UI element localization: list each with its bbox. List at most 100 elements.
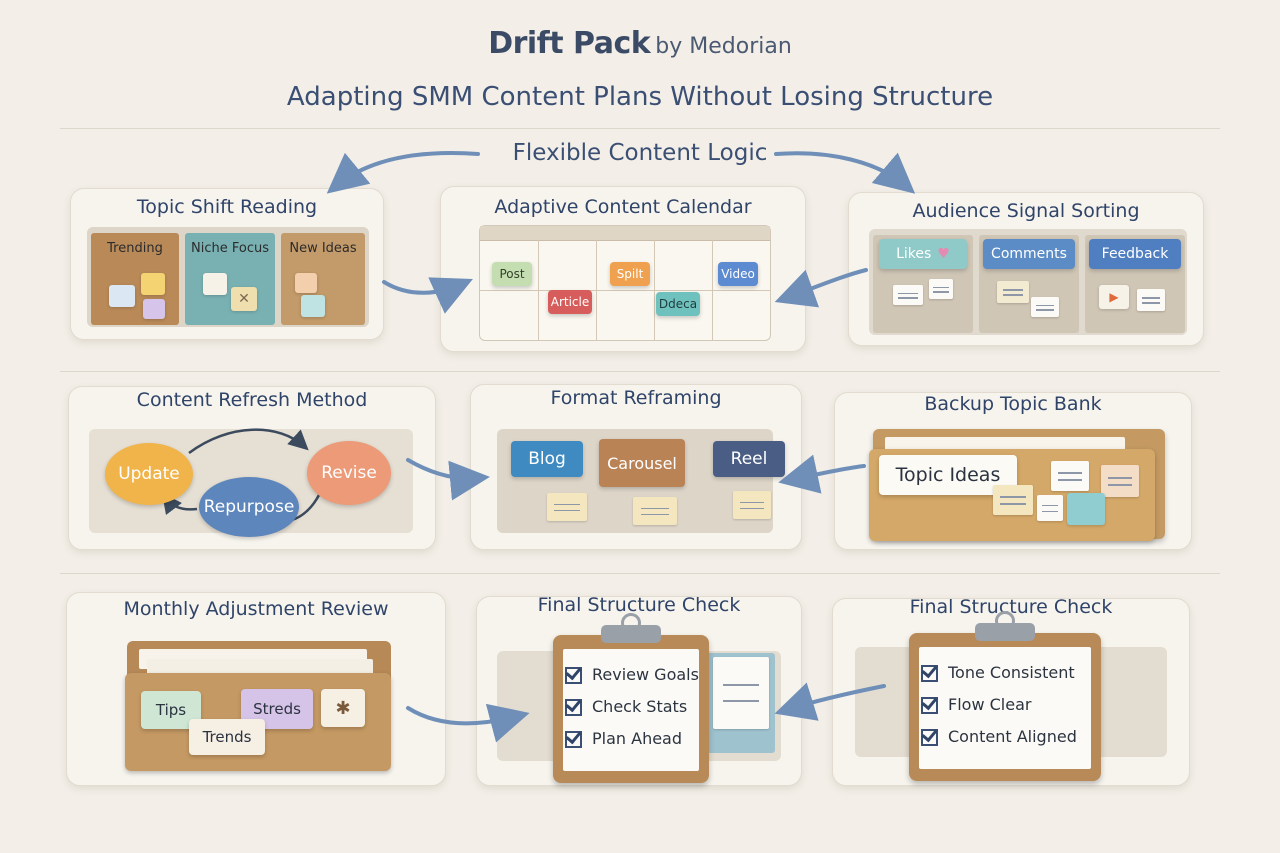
checklist-item: Tone Consistent <box>921 663 1075 682</box>
folder-front: Topic Ideas <box>869 449 1155 541</box>
panel-title: Adaptive Content Calendar <box>494 196 752 218</box>
checkbox-icon <box>921 665 938 682</box>
calendar-grid: Post Spilt Video Article Ddeca <box>479 225 771 341</box>
format-card-reel: Reel <box>713 441 785 477</box>
note-lines <box>1037 495 1063 521</box>
checklist-item: Review Goals <box>565 665 699 684</box>
checklist-item: Check Stats <box>565 697 687 716</box>
clipboard-paper <box>563 649 699 771</box>
note-lines <box>713 657 769 729</box>
node-update: Update <box>105 443 193 505</box>
board-label: Trending <box>107 241 163 256</box>
sparkle-icon: ✱ <box>321 689 365 727</box>
brand-header: Drift Pack by Medorian <box>0 26 1280 61</box>
note-lines <box>733 491 771 519</box>
panel-calendar: Adaptive Content Calendar Post Spilt Vid… <box>440 186 806 352</box>
calendar-post-card: Spilt <box>610 262 650 286</box>
sticky-note <box>143 299 165 319</box>
panel-title: Topic Shift Reading <box>136 196 318 218</box>
note-lines <box>1031 297 1059 317</box>
checklist-label: Content Aligned <box>948 727 1077 746</box>
panel-format: Format Reframing Blog Carousel Reel <box>470 384 802 550</box>
board-label: New Ideas <box>289 241 357 256</box>
panel-refresh: Content Refresh Method Update Revise Rep… <box>68 386 436 550</box>
calendar-header-bar <box>480 226 770 241</box>
sticky-note <box>109 285 135 307</box>
sticky-note <box>301 295 325 317</box>
note-lines <box>633 497 677 525</box>
calendar-post-card: Video <box>718 262 758 286</box>
card-label: Likes <box>896 246 932 262</box>
clip-ring <box>995 611 1015 631</box>
note-lines <box>893 285 923 305</box>
sticky-note <box>1067 493 1105 525</box>
format-card-blog: Blog <box>511 441 583 477</box>
checkbox-icon <box>565 699 582 716</box>
calendar-post-card: Ddeca <box>656 292 700 316</box>
brand-name: Drift Pack <box>488 26 651 61</box>
note-lines <box>997 281 1029 303</box>
checklist-label: Tone Consistent <box>948 663 1075 682</box>
panel-monthly: Monthly Adjustment Review Tips Streds ✱ … <box>66 592 446 786</box>
signal-card-comments: Comments <box>983 239 1075 269</box>
checklist-label: Plan Ahead <box>592 729 683 748</box>
heart-icon: ♥ <box>937 246 950 262</box>
sticky-note <box>203 273 227 295</box>
panel-final-right: Final Structure Check Tone Consistent Fl… <box>832 596 1190 786</box>
board-new-ideas: New Ideas <box>281 233 365 325</box>
checkbox-icon <box>921 697 938 714</box>
x-mark-icon: ✕ <box>231 287 257 311</box>
panel-final-left: Final Structure Check Review Goals Check… <box>476 594 802 786</box>
panel-title: Final Structure Check <box>537 594 741 616</box>
divider-middle <box>60 371 1220 372</box>
note-lines <box>1101 465 1139 497</box>
panel-title: Final Structure Check <box>909 596 1113 618</box>
format-scene: Blog Carousel Reel <box>497 429 785 533</box>
brand-by: by Medorian <box>655 34 792 59</box>
checkbox-icon <box>921 729 938 746</box>
clipboard: Tone Consistent Flow Clear Content Align… <box>909 611 1101 781</box>
board-trending: Trending <box>91 233 179 325</box>
node-revise: Revise <box>307 441 391 505</box>
clipboard: Review Goals Check Stats Plan Ahead <box>553 613 709 783</box>
checkbox-icon <box>565 731 582 748</box>
checkbox-icon <box>565 667 582 684</box>
clip-ring <box>621 613 641 633</box>
board-label: Niche Focus <box>191 241 269 256</box>
checklist-item: Content Aligned <box>921 727 1077 746</box>
corkboard-scene: Trending Niche Focus ✕ New Ideas <box>87 227 369 327</box>
divider-bottom <box>60 573 1220 574</box>
clipboard-paper <box>919 647 1091 769</box>
clip-metal <box>601 625 661 643</box>
note-lines <box>929 279 953 299</box>
panel-title: Format Reframing <box>550 387 722 409</box>
node-repurpose: Repurpose <box>199 477 299 537</box>
note-lines <box>1051 461 1089 491</box>
audience-scene: Likes♥ Comments Feedback ▶ <box>869 229 1187 335</box>
play-icon: ▶ <box>1099 285 1129 309</box>
panel-title: Audience Signal Sorting <box>912 200 1140 222</box>
panel-topic-shift: Topic Shift Reading Trending Niche Focus… <box>70 188 384 340</box>
checklist-label: Review Goals <box>592 665 699 684</box>
note-lines <box>547 493 587 521</box>
note-lines <box>993 485 1033 515</box>
tag-card-trends: Trends <box>189 719 265 755</box>
sticky-note <box>141 273 165 295</box>
note-lines <box>1137 289 1165 311</box>
paper-sheet <box>147 659 373 677</box>
checklist-item: Plan Ahead <box>565 729 682 748</box>
calendar-post-card: Post <box>492 262 532 286</box>
page-subtitle: Adapting SMM Content Plans Without Losin… <box>286 82 994 112</box>
panel-audience: Audience Signal Sorting Likes♥ Comments … <box>848 192 1204 346</box>
board-niche-focus: Niche Focus ✕ <box>185 233 275 325</box>
checklist-label: Flow Clear <box>948 695 1032 714</box>
signal-card-likes: Likes ♥ <box>879 239 967 269</box>
clip-metal <box>975 623 1035 641</box>
panel-title: Backup Topic Bank <box>924 393 1102 415</box>
panel-title: Monthly Adjustment Review <box>123 598 389 620</box>
checklist-item: Flow Clear <box>921 695 1031 714</box>
format-card-carousel: Carousel <box>599 439 685 487</box>
checklist-label: Check Stats <box>592 697 688 716</box>
divider-top <box>60 128 1220 129</box>
panel-title: Content Refresh Method <box>136 389 368 411</box>
